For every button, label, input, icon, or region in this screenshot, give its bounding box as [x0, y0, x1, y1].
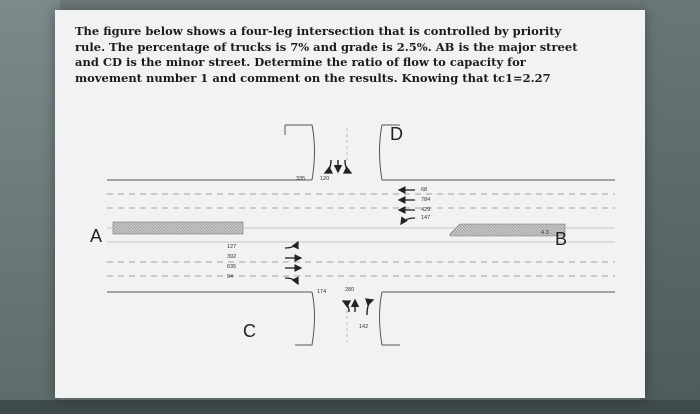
- label-d: D: [390, 124, 403, 144]
- west-volume-1: 127: [227, 244, 237, 250]
- north-approach-arrows: [323, 159, 353, 174]
- west-volume-2: 392: [227, 254, 237, 260]
- east-volume-3: 429: [421, 207, 431, 213]
- west-approach-arrows: [284, 240, 303, 286]
- east-volume-4: 147: [421, 215, 431, 221]
- label-a: A: [90, 226, 103, 246]
- east-volume-2: 784: [421, 197, 431, 203]
- south-extra-volume: 142: [359, 324, 369, 330]
- west-volume-4: 94: [227, 274, 234, 280]
- east-volume-1: 68: [421, 187, 428, 193]
- south-right-volume: 280: [345, 287, 355, 293]
- label-c: C: [243, 321, 256, 341]
- north-left-volume: 335: [296, 176, 306, 182]
- east-side-volume: 4 3: [541, 230, 549, 236]
- west-volume-3: 635: [227, 264, 237, 270]
- median-west: [112, 221, 244, 235]
- label-b: B: [555, 229, 568, 249]
- question-text: The figure below shows a four-leg inters…: [75, 24, 578, 85]
- intersection-diagram: [107, 124, 615, 346]
- minor-street-cd: [284, 124, 400, 346]
- paper-sheet: The figure below shows a four-leg inters…: [55, 10, 645, 398]
- east-approach-arrows: [397, 186, 416, 226]
- background-bottom: [0, 400, 700, 414]
- north-right-volume: 120: [320, 176, 330, 182]
- south-approach-arrows: [341, 298, 375, 316]
- median-east: [449, 223, 566, 237]
- south-left-volume: 174: [317, 289, 327, 295]
- background-right: [640, 0, 700, 414]
- background-left: [0, 0, 60, 414]
